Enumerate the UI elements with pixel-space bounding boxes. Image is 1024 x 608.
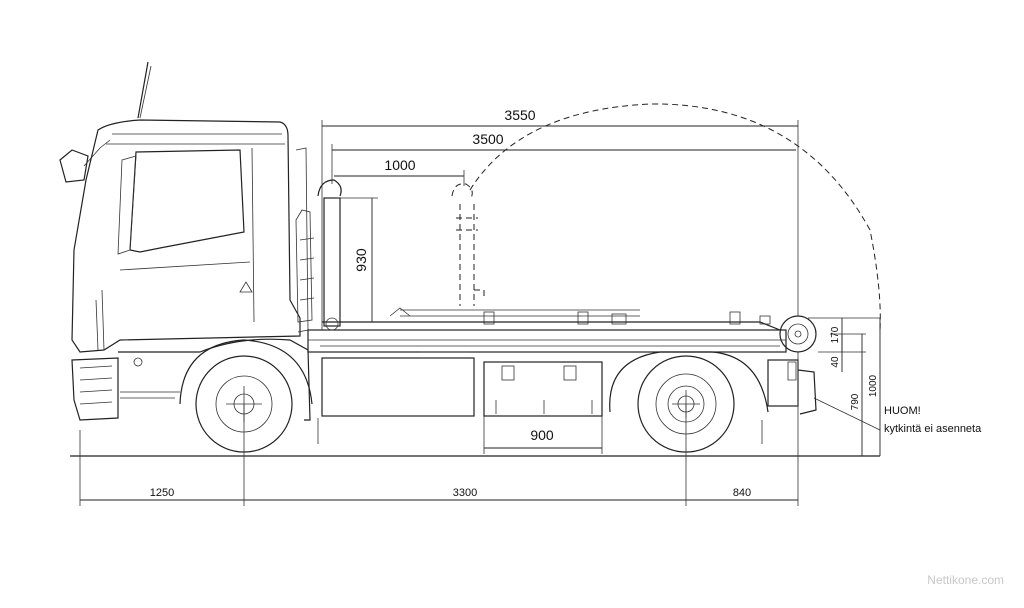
dim-roller-gap: 40 (830, 356, 841, 368)
note-text: kytkintä ei asenneta (884, 423, 982, 435)
truck-cab (59, 61, 315, 421)
note-title: HUOM! (884, 405, 921, 417)
hook-arm-extended (451, 103, 881, 331)
watermark: Nettikone.com (927, 573, 1004, 587)
dim-toolbox-width: 900 (530, 427, 554, 443)
dim-roller-offset: 170 (830, 326, 841, 343)
dim-hook-height: 930 (353, 248, 369, 272)
dim-hook-travel: 1000 (384, 157, 415, 173)
dim-frame-height: 790 (850, 393, 861, 410)
dim-front-overhang: 1250 (150, 487, 174, 499)
dim-hook-reach: 3500 (472, 131, 503, 147)
dim-rear-overhang: 840 (733, 487, 751, 499)
dimension-lines (79, 120, 881, 506)
chassis-frame (307, 179, 817, 444)
dim-overall-length: 3550 (504, 107, 535, 123)
dim-wheelbase: 3300 (453, 487, 477, 499)
front-wheel (179, 339, 313, 453)
dim-total-height: 1000 (868, 374, 879, 397)
